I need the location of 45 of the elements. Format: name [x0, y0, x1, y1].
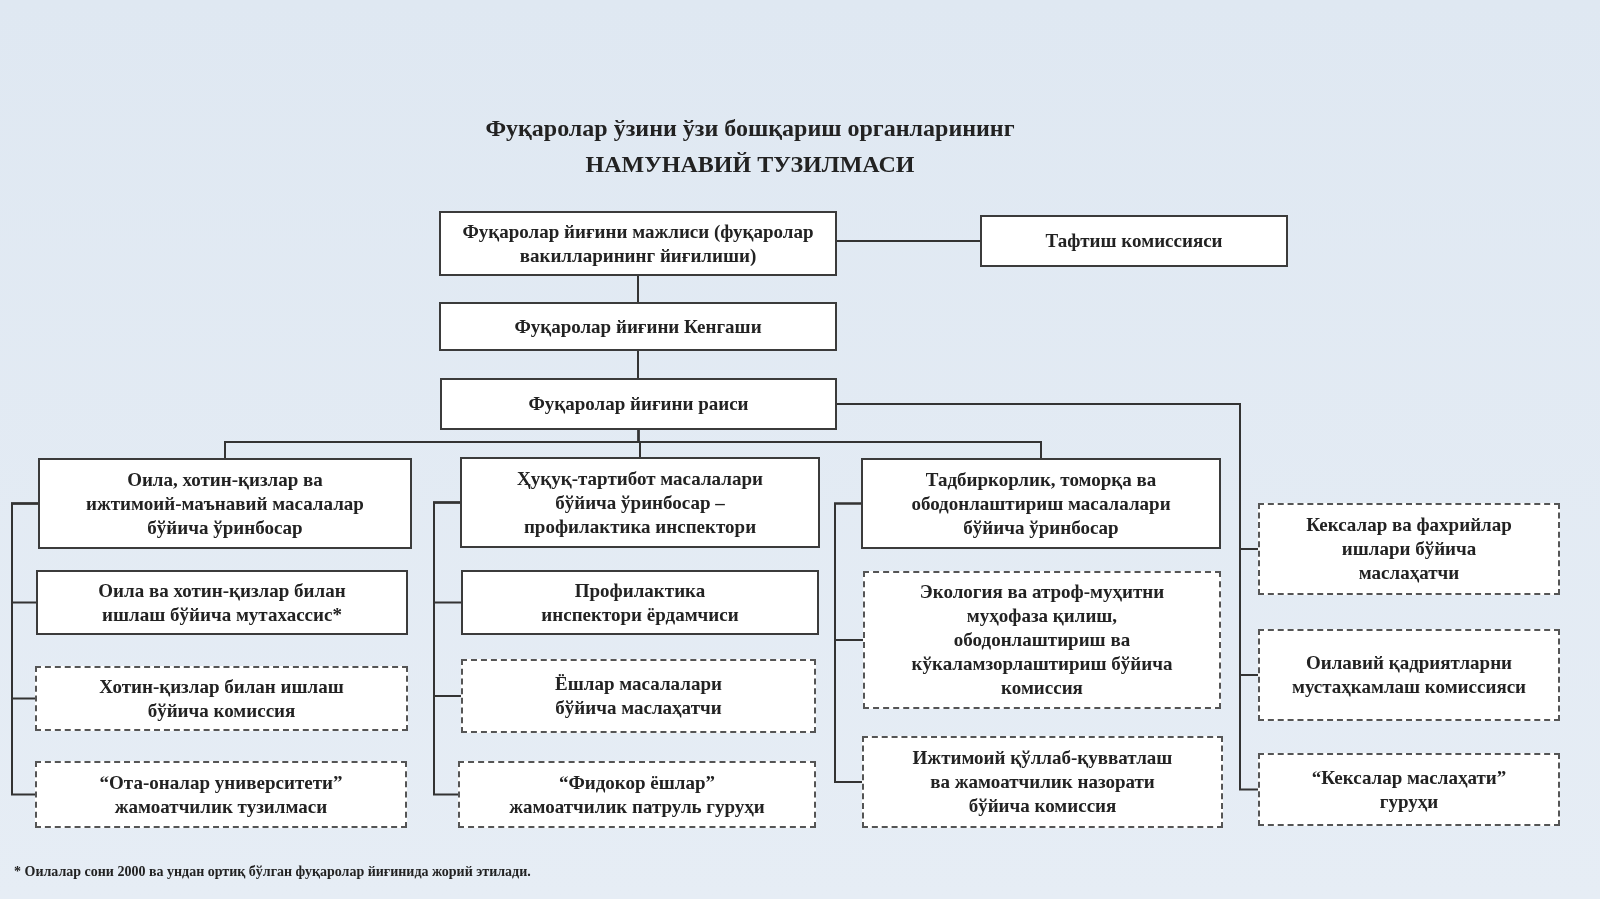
connector-line [836, 240, 981, 242]
box-label: Фуқаролар йиғини раиси [528, 392, 749, 416]
box-label: Хотин-қизлар билан ишлаш бўйича комиссия [98, 674, 345, 723]
box-label: Ижтимоий қўллаб-қувватлаш ва жамоатчилик назорати бўйича комиссия [911, 746, 1174, 818]
org-box [36, 570, 408, 635]
org-box [35, 761, 407, 828]
footnote: * Оилалар сони 2000 ва ундан ортиқ бўлган фуқаролар йиғинида жорий этилади. [14, 864, 531, 880]
box-label: Профилактика инспектори ёрдамчиси [540, 578, 740, 627]
box-label: Тадбиркорлик, томорқа ва ободонлаштириш масалалари бўйича ўринбосар [910, 467, 1172, 540]
org-box [1258, 503, 1560, 595]
box-label: Оила ва хотин-қизлар билан ишлаш бўйича мутахассис* [97, 578, 347, 627]
box-label: Тафтиш комиссияси [1045, 229, 1223, 253]
box-label: Экология ва атроф-муҳитни муҳофаза қилиш, ободонлаштириш ва кўкаламзорлаштириш бўйича комиссия [910, 580, 1174, 700]
box-label: Кексалар ва фахрийлар ишлари бўйича маслаҳатчи [1305, 513, 1513, 585]
diagram-title: Фуқаролар ўзини ўзи бошқариш органларининг НАМУНАВИЙ ТУЗИЛМАСИ [484, 114, 1016, 179]
org-box [439, 302, 837, 351]
connector-line [11, 502, 39, 796]
org-box [439, 211, 837, 276]
org-box [1258, 629, 1560, 721]
org-box [862, 736, 1223, 828]
box-label: “Кексалар маслаҳати” гуруҳи [1310, 765, 1508, 814]
org-box [1258, 753, 1560, 826]
connector-line [637, 429, 1042, 459]
box-label: “Фидокор ёшлар” жамоатчилик патруль гуруҳи [508, 770, 766, 819]
connector-line [433, 501, 461, 796]
org-box [35, 666, 408, 731]
connector-line [637, 275, 639, 303]
org-box [861, 458, 1221, 549]
org-box [461, 659, 816, 733]
box-label: Оила, хотин-қизлар ва ижтимоий-маънавий масалалар бўйича ўринбосар [85, 467, 365, 540]
org-box [460, 457, 820, 548]
box-label: Фуқаролар йиғини мажлиси (фуқаролар вакилларининг йиғилиши) [461, 219, 815, 268]
connector-line [834, 502, 863, 783]
org-box [863, 571, 1221, 709]
org-box [461, 570, 819, 635]
org-box [980, 215, 1288, 267]
box-label: Фуқаролар йиғини Кенгаши [514, 314, 762, 339]
box-label: Оилавий қадриятларни мустаҳкамлаш комиссияси [1290, 651, 1528, 699]
org-box [38, 458, 412, 549]
connector-line [637, 350, 639, 379]
box-label: Ёшлар масалалари бўйича маслаҳатчи [554, 672, 723, 720]
box-label: “Ота-оналар университети” жамоатчилик тузилмаси [98, 770, 344, 819]
box-label: Ҳуқуқ-тартибот масалалари бўйича ўринбосар – профилактика инспектори [516, 466, 764, 539]
org-box [458, 761, 816, 828]
org-box [440, 378, 837, 430]
